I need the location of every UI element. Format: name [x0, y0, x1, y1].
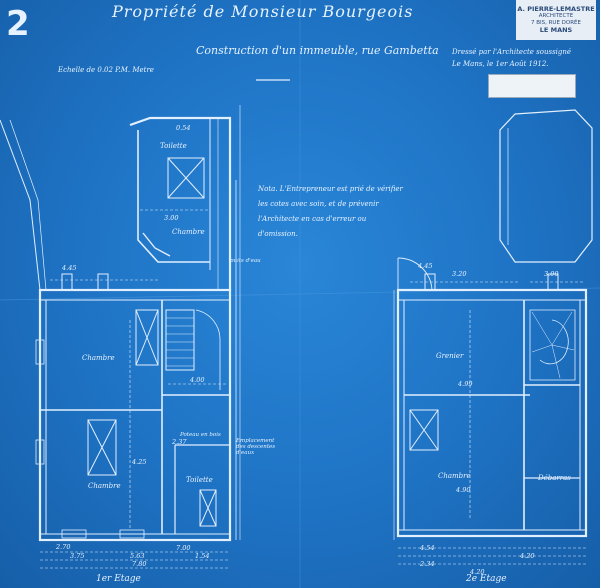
room-label-toilette: Toilette	[186, 476, 213, 484]
stamp-line: 7 BIS, RUE DORÉE	[530, 20, 582, 26]
dimension-label: 3.20	[452, 270, 467, 278]
room-label-chambre: Chambre	[172, 228, 205, 236]
dimension-label: 3.00	[164, 214, 179, 222]
room-label-chambre: Chambre	[82, 354, 115, 362]
dimension-label: 0.54	[176, 124, 191, 132]
puits-label: puits d'eau	[230, 258, 261, 264]
dimension-label: 7.80	[132, 560, 147, 568]
room-label-debarras: Débarras	[538, 474, 571, 482]
dimension-label: 1.54	[195, 552, 210, 560]
emplacement-label: Emplacement des descentes d'eaux	[236, 438, 276, 456]
dimension-label: 2.70	[56, 543, 71, 551]
plan-first-floor	[0, 105, 241, 569]
dressed-by-note: Dressé par l'Architecte soussigné Le Man…	[452, 46, 571, 70]
stamp-line: LE MANS	[539, 26, 573, 34]
note-line: Nota. L'Entrepreneur est prié de vérifie…	[258, 185, 403, 193]
room-label-chambre: Chambre	[438, 472, 471, 480]
dimension-label: 3.75	[70, 552, 85, 560]
contractor-note: Nota. L'Entrepreneur est prié de vérifie…	[258, 182, 403, 242]
plan-second-floor	[393, 109, 593, 565]
sheet-number: 2	[6, 4, 30, 44]
dimension-label: 3.00	[544, 270, 559, 278]
note-line: l'Architecte en cas d'erreur ou	[258, 215, 367, 223]
stamp-line: ARCHITECTE	[538, 13, 574, 19]
dimension-label: 5.63	[130, 552, 145, 560]
scale-note: Echelle de 0.02 P.M. Metre	[58, 66, 154, 74]
floor-label-first: 1er Etage	[96, 574, 141, 584]
drawing-subtitle: Construction d'un immeuble, rue Gambetta	[196, 44, 439, 57]
dimension-label: 4.20	[470, 568, 485, 576]
note-line: les cotes avec soin, et de prévenir	[258, 200, 379, 208]
poteau-label: Poteau en bois	[180, 432, 221, 438]
architect-stamp: A. PIERRE-LEMASTRE ARCHITECTE 7 BIS, RUE…	[516, 0, 596, 40]
room-label-chambre: Chambre	[88, 482, 121, 490]
dimension-label: 4.45	[62, 264, 77, 272]
dimension-label: 4.45	[418, 262, 433, 270]
dimension-label: 4.00	[190, 376, 205, 384]
dressed-by-line: Dressé par l'Architecte soussigné	[452, 48, 572, 56]
signature-label	[488, 74, 576, 98]
room-label-grenier: Grenier	[436, 352, 464, 360]
dimension-label: 2.37	[172, 438, 187, 446]
note-line: d'omission.	[258, 230, 298, 238]
dimension-label: 4.54	[420, 544, 435, 552]
dimension-label: 4.99	[458, 380, 473, 388]
dimension-label: 7.00	[176, 544, 191, 552]
dimension-label: 4.20	[520, 552, 535, 560]
room-label-toilette: Toilette	[160, 142, 187, 150]
stamp-line: A. PIERRE-LEMASTRE	[517, 5, 595, 13]
drawing-title: Propriété de Monsieur Bourgeois	[112, 2, 414, 21]
dimension-label: 4.25	[132, 458, 147, 466]
dimension-label: 2.34	[420, 560, 435, 568]
dressed-by-line: Le Mans, le 1er Août 1912.	[452, 60, 549, 68]
floor-label-second: 2e Etage	[466, 574, 507, 584]
dimension-label: 4.90	[456, 486, 471, 494]
